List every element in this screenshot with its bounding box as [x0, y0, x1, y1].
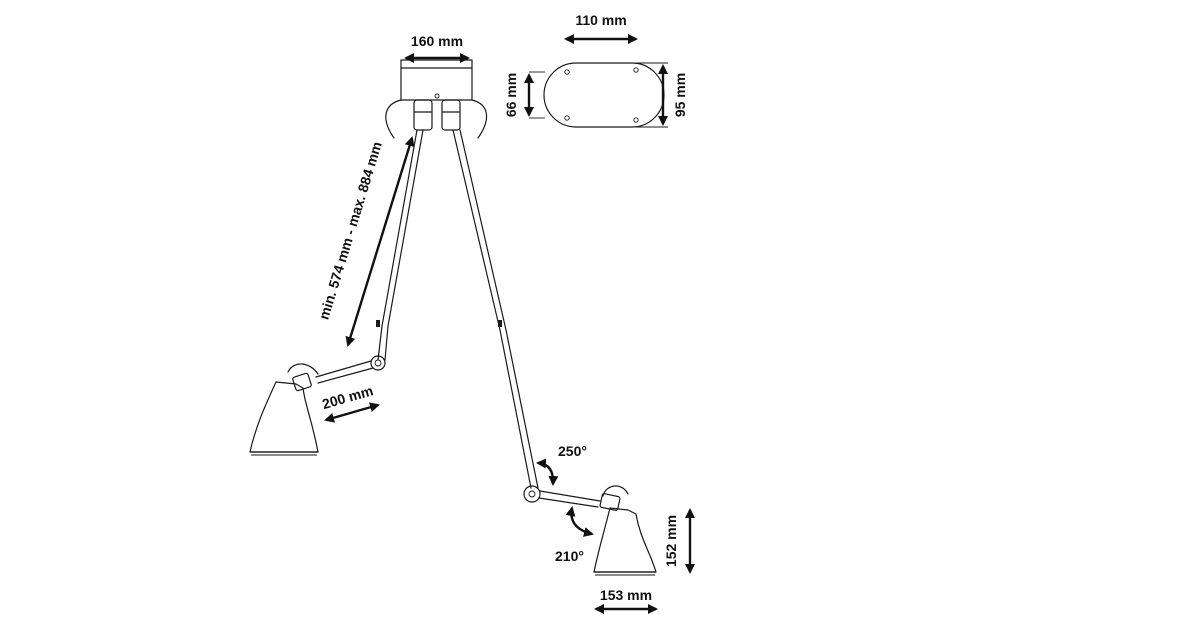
right-arm	[452, 129, 629, 511]
mounting-plate	[529, 62, 668, 128]
plate-width-label: 110 mm	[575, 12, 626, 28]
elbow-rotation-label: 250°	[558, 443, 587, 459]
dimension-arrows	[324, 34, 695, 614]
shade-rotation-label: 210°	[555, 548, 584, 564]
arm-length-label: min. 574 mm - max. 884 mm	[315, 140, 384, 322]
left-shade	[249, 381, 319, 456]
dimension-labels: 160 mm 110 mm 66 mm 95 mm min. 574 mm - …	[315, 12, 688, 603]
plate-outer-height-label: 95 mm	[672, 73, 688, 117]
ceiling-mount	[385, 59, 488, 139]
shade-width-label: 153 mm	[600, 587, 652, 603]
forearm-length-arrow	[324, 402, 380, 423]
right-shade	[593, 507, 657, 576]
plate-inner-height-label: 66 mm	[503, 73, 519, 117]
shade-height-label: 152 mm	[663, 515, 679, 567]
mount-width-label: 160 mm	[411, 33, 463, 49]
shade-rotation-arrow	[565, 506, 594, 537]
elbow-rotation-arrow	[536, 458, 559, 486]
arm-length-arrow	[345, 136, 415, 347]
